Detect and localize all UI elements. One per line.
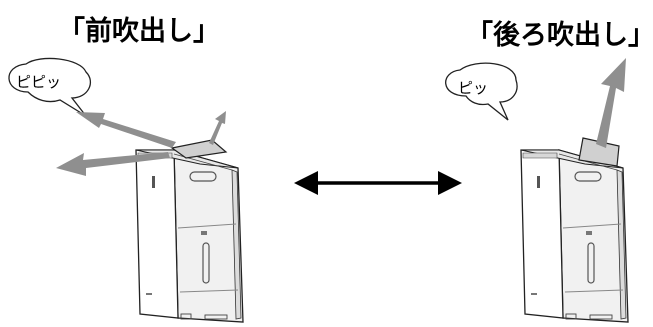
left-beep-sound: ピピッ <box>16 73 61 91</box>
right-airflow-arrow <box>596 58 626 148</box>
right-speech-bubble: ピッ <box>445 62 518 121</box>
right-panel: 「後ろ吹出し」 ピッ <box>445 19 653 323</box>
left-panel: 「前吹出し」 ピピッ <box>8 15 244 323</box>
left-panel-title: 「前吹出し」 <box>58 15 220 47</box>
left-speech-bubble: ピピッ <box>8 57 91 117</box>
right-beep-sound: ピッ <box>458 79 488 97</box>
double-headed-arrow-icon <box>294 171 462 195</box>
left-airflow-arrows <box>56 111 226 176</box>
left-unit-icon <box>135 139 244 323</box>
right-unit-icon <box>520 137 629 323</box>
right-panel-title: 「後ろ吹出し」 <box>466 19 653 51</box>
